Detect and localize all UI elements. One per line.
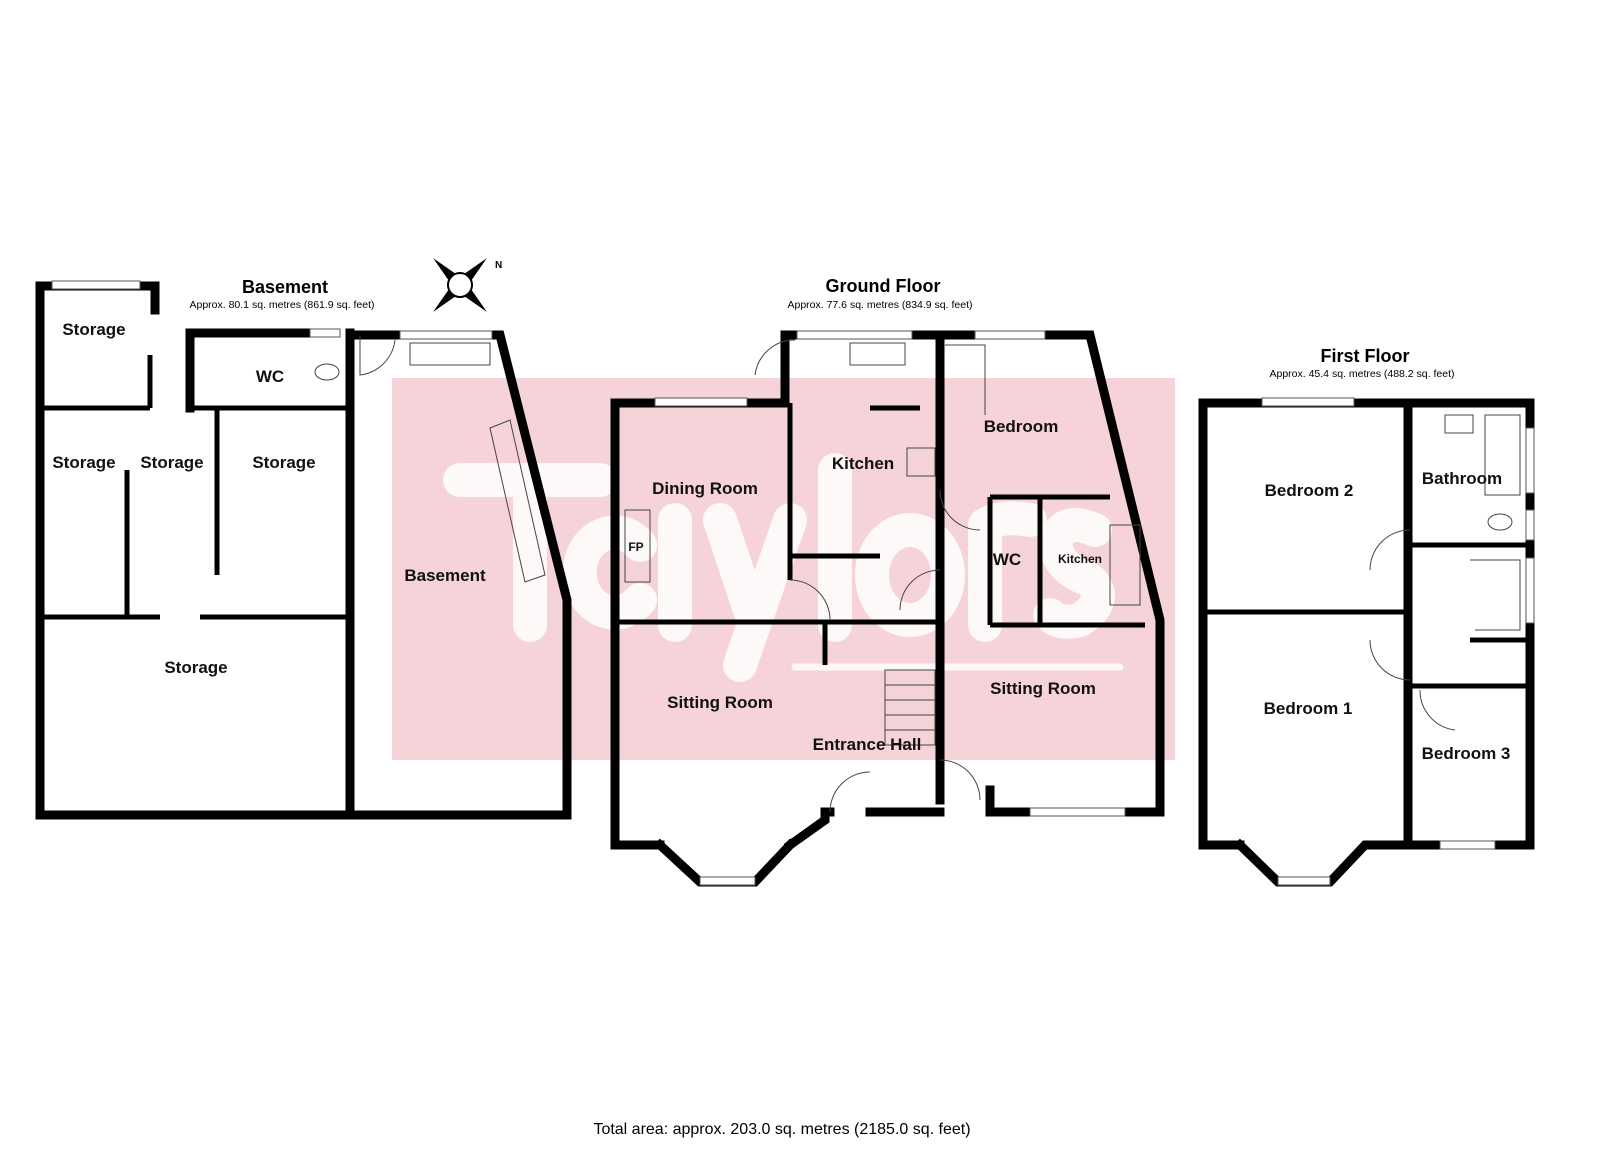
room-label: Sitting Room: [990, 679, 1096, 698]
fireplace-label: FP: [628, 540, 643, 554]
room-label: Storage: [52, 453, 115, 472]
room-label: Sitting Room: [667, 693, 773, 712]
ground-floor-area: Approx. 77.6 sq. metres (834.9 sq. feet): [787, 299, 972, 311]
room-label: Kitchen: [832, 454, 894, 473]
compass-north-label: N: [495, 260, 502, 271]
room-label: Storage: [252, 453, 315, 472]
basement-plan: Storage WC Storage Storage Storage Stora…: [35, 280, 572, 820]
room-label: Bedroom: [984, 417, 1059, 436]
room-label: Storage: [62, 320, 125, 339]
first-floor-area: Approx. 45.4 sq. metres (488.2 sq. feet): [1269, 368, 1454, 380]
ground-floor-title: Ground Floor: [826, 276, 941, 296]
room-label: Storage: [164, 658, 227, 677]
staircase: [884, 669, 936, 746]
first-floor-plan: Bedroom 2 Bathroom Bedroom 1 Bedroom 3: [1198, 397, 1535, 887]
room-label: Storage: [140, 453, 203, 472]
basement-area: Approx. 80.1 sq. metres (861.9 sq. feet): [189, 299, 374, 311]
room-label: Dining Room: [652, 479, 758, 498]
room-label: Basement: [404, 566, 486, 585]
room-label: WC: [993, 550, 1021, 569]
room-label: Bedroom 2: [1265, 481, 1354, 500]
compass-icon: [433, 258, 487, 312]
total-area: Total area: approx. 203.0 sq. metres (21…: [593, 1121, 970, 1138]
room-label: Bedroom 1: [1264, 699, 1353, 718]
room-label: Bedroom 3: [1422, 744, 1511, 763]
room-label: Kitchen: [1058, 552, 1102, 566]
room-label: WC: [256, 367, 284, 386]
room-label: Entrance Hall: [813, 735, 922, 754]
ground-floor-plan: Kitchen Bedroom Dining Room FP WC Kitche…: [610, 330, 1165, 887]
basement-title: Basement: [242, 277, 328, 297]
first-floor-title: First Floor: [1321, 346, 1410, 366]
room-label: Bathroom: [1422, 469, 1502, 488]
